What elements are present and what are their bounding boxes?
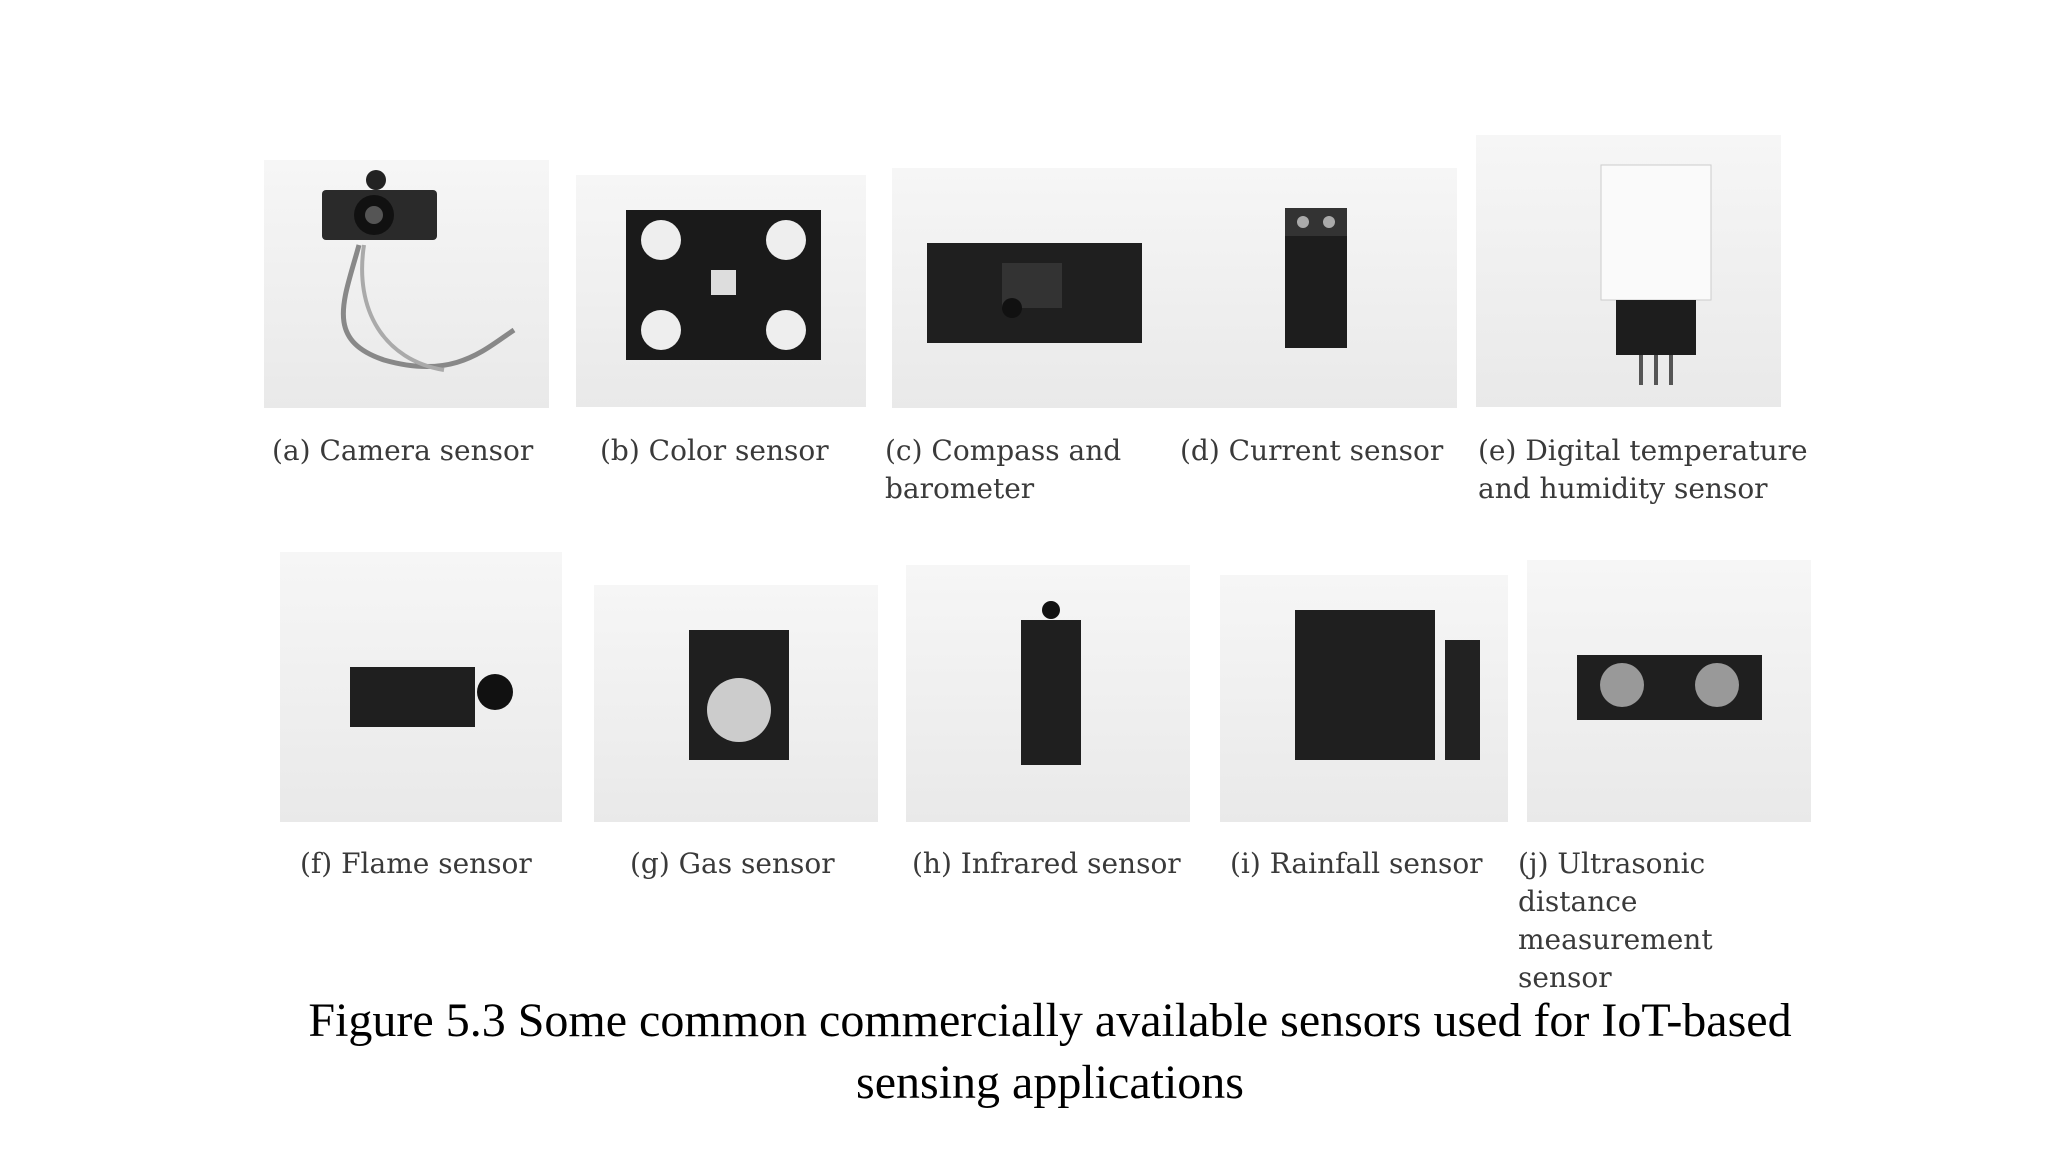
current-sensor-photo [1173,168,1457,408]
ultrasonic-sensor-photo [1527,560,1811,822]
sensor-caption-i: (i) Rainfall sensor [1230,847,1483,880]
gas-sensor-photo [594,585,878,822]
rainfall-sensor-photo [1220,575,1508,822]
sensor-caption-f: (f) Flame sensor [300,847,532,880]
compass-barometer-photo [892,168,1178,408]
sensor-caption-a: (a) Camera sensor [272,434,534,467]
color-sensor-photo [576,175,866,407]
figure-caption: Figure 5.3 Some common commercially avai… [308,994,1792,1109]
sensor-caption-c: (c) Compass and barometer [885,434,1122,505]
sensor-caption-b: (b) Color sensor [600,434,829,467]
flame-sensor-photo [280,552,562,822]
temperature-humidity-sensor-photo [1476,135,1781,407]
sensor-caption-d: (d) Current sensor [1180,434,1444,467]
sensor-caption-h: (h) Infrared sensor [912,847,1181,880]
sensor-caption-e: (e) Digital temperature and humidity sen… [1478,434,1808,505]
camera-sensor-photo [264,160,549,408]
infrared-sensor-photo [906,565,1190,822]
sensor-caption-j: (j) Ultrasonic distance measurement sens… [1518,847,1713,994]
sensor-caption-g: (g) Gas sensor [630,847,835,880]
